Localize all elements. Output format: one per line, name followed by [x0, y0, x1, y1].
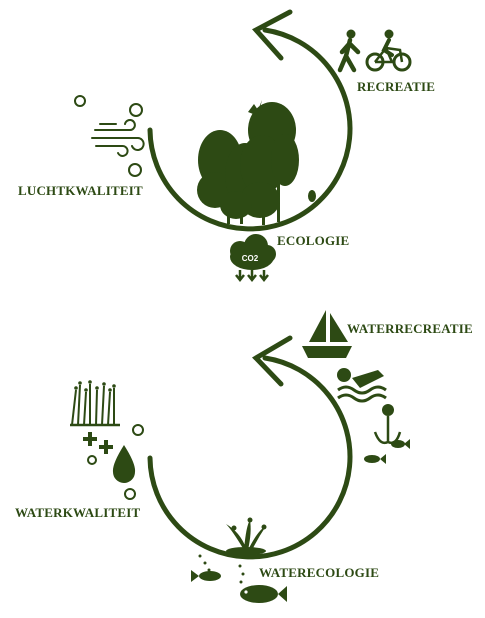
- walking-person-icon: [337, 29, 361, 73]
- bubble-dots-icon: [198, 554, 245, 584]
- co2-text: CO2: [242, 254, 259, 263]
- label-waterecologie: WATERECOLOGIE: [259, 565, 380, 580]
- reed-tops-icon: [74, 380, 116, 392]
- label-luchtkwaliteit: LUCHTKWALITEIT: [18, 183, 143, 198]
- forest-icon: [197, 102, 299, 225]
- swimmer-icon: [337, 368, 387, 403]
- lower-cycle-arc: [147, 355, 353, 560]
- upper-cycle-arc: [147, 27, 353, 232]
- wind-icon: [91, 119, 145, 157]
- bird-icon: [248, 100, 262, 116]
- aquatic-plant-fish-icon: [364, 404, 410, 464]
- plus-icon: [83, 432, 113, 454]
- reeds-icon: [70, 384, 120, 427]
- lower-cycle-arrowhead: [252, 335, 293, 387]
- co2-cloud-icon: CO2: [230, 234, 276, 283]
- upper-cycle-arrowhead: [252, 9, 293, 61]
- label-ecologie: ECOLOGIE: [277, 233, 350, 248]
- fish-icon: [191, 570, 287, 603]
- small-animal-icon: [308, 190, 316, 202]
- water-drop-icon: [112, 445, 136, 483]
- air-bubble-icon: [74, 95, 143, 177]
- pond-plant-icon: [226, 517, 267, 555]
- cyclist-icon: [365, 29, 412, 72]
- water-bubble-icon: [87, 424, 144, 500]
- sailboat-icon: [302, 310, 352, 358]
- label-recreatie: RECREATIE: [357, 79, 436, 94]
- label-waterkwaliteit: WATERKWALITEIT: [15, 505, 141, 520]
- label-waterrecreatie: WATERRECREATIE: [347, 321, 473, 336]
